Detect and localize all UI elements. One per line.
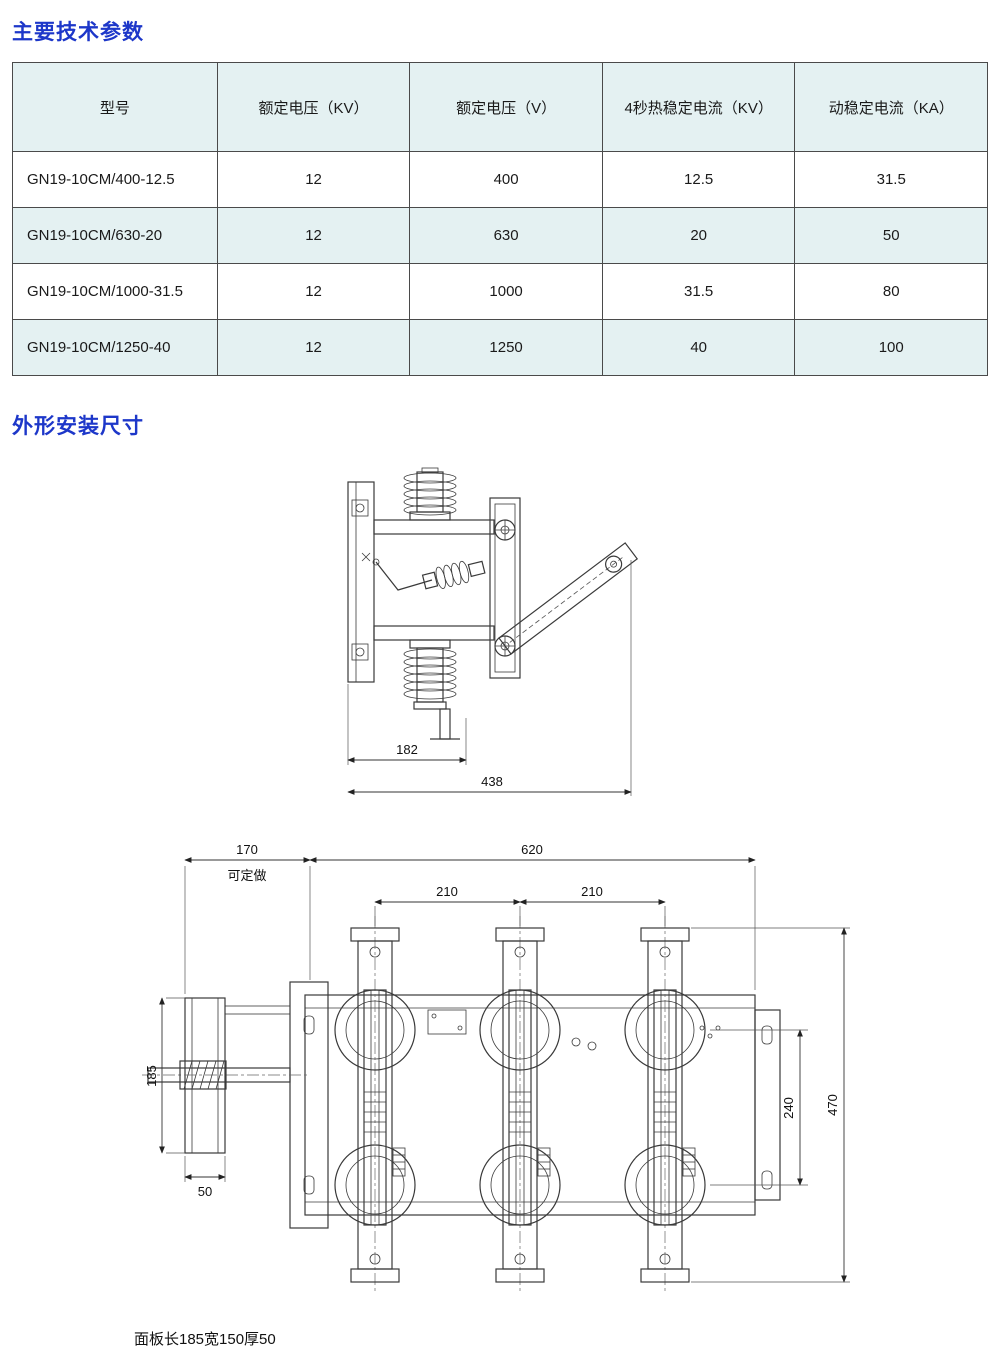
dim-label-620: 620: [521, 842, 543, 857]
dim-label-470: 470: [825, 1094, 840, 1116]
table-row: GN19-10CM/400-12.5 12 400 12.5 31.5: [12, 151, 988, 208]
dim-185: 185: [144, 997, 185, 1154]
cell-value: 12: [216, 263, 411, 320]
cell-model: GN19-10CM/1250-40: [12, 319, 218, 376]
cell-value: 12.5: [601, 151, 796, 208]
pole-assembly-1: [334, 916, 416, 1292]
side-pivot-plate: [489, 497, 521, 679]
side-top-rail: [373, 519, 495, 535]
dim-170: 170 可定做: [184, 842, 311, 994]
front-indicator-dots: [571, 1025, 721, 1051]
dim-438: 438: [347, 560, 632, 796]
front-view-svg: 170 可定做 620 210 210: [142, 842, 850, 1292]
cell-model: GN19-10CM/630-20: [12, 207, 218, 264]
dim-label-170: 170: [236, 842, 258, 857]
parameters-table: 型号 额定电压（KV） 额定电压（V） 4秒热稳定电流（KV） 动稳定电流（KA…: [12, 62, 988, 376]
cell-value: 1000: [409, 263, 603, 320]
cell-value: 1250: [409, 319, 603, 376]
front-operating-panel: [142, 997, 308, 1154]
dim-label-210-b: 210: [581, 884, 603, 899]
col-header-model: 型号: [12, 62, 218, 152]
section-title-dimensions: 外形安装尺寸: [12, 415, 144, 438]
dim-label-438: 438: [481, 774, 503, 789]
side-mounting-channel: [347, 481, 375, 683]
panel-size-note: 面板长185宽150厚50: [134, 1331, 276, 1348]
dim-50: 50: [184, 1156, 226, 1199]
cell-model: GN19-10CM/400-12.5: [12, 151, 218, 208]
cell-value: 400: [409, 151, 603, 208]
col-header-rated-voltage-kv: 额定电压（KV）: [216, 62, 411, 152]
front-view-drawing: 170 可定做 620 210 210: [134, 840, 1000, 1349]
dim-label-182: 182: [396, 742, 418, 757]
side-view-svg: 182 438: [347, 467, 639, 796]
dim-label-210-a: 210: [436, 884, 458, 899]
side-operating-insulator: [361, 552, 486, 591]
front-main-body: [304, 994, 756, 1216]
cell-value: 12: [216, 207, 411, 264]
cell-value: 31.5: [794, 151, 988, 208]
cell-value: 20: [601, 207, 796, 264]
cell-value: 100: [794, 319, 988, 376]
table-header-row: 型号 额定电压（KV） 额定电压（V） 4秒热稳定电流（KV） 动稳定电流（KA…: [12, 62, 988, 152]
dim-240: 240: [710, 1029, 808, 1186]
dim-label-50: 50: [198, 1184, 212, 1199]
dim-label-240: 240: [781, 1097, 796, 1119]
dim-182: 182: [347, 684, 467, 765]
side-top-insulator: [403, 467, 457, 521]
cell-value: 12: [216, 151, 411, 208]
col-header-rated-voltage-v: 额定电压（V）: [409, 62, 603, 152]
pole-assembly-3: [624, 916, 706, 1292]
dim-210-pair: 210 210: [374, 884, 666, 926]
col-header-thermal-current: 4秒热稳定电流（KV）: [601, 62, 796, 152]
front-right-bracket: [754, 1009, 781, 1201]
dim-label-185: 185: [144, 1065, 159, 1087]
cell-value: 31.5: [601, 263, 796, 320]
table-row: GN19-10CM/630-20 12 630 20 50: [12, 207, 988, 264]
section-title-parameters: 主要技术参数: [12, 21, 144, 44]
cell-value: 630: [409, 207, 603, 264]
cell-value: 80: [794, 263, 988, 320]
side-bottom-rail: [373, 625, 495, 641]
front-left-flange: [289, 981, 329, 1229]
col-header-dynamic-current: 动稳定电流（KA）: [794, 62, 988, 152]
side-bottom-insulator: [403, 639, 460, 740]
cell-value: 50: [794, 207, 988, 264]
table-row: GN19-10CM/1000-31.5 12 1000 31.5 80: [12, 263, 988, 320]
dim-620: 620: [309, 842, 756, 990]
custom-note-label: 可定做: [227, 868, 266, 883]
side-view-drawing: 182 438: [340, 467, 1000, 818]
cell-model: GN19-10CM/1000-31.5: [12, 263, 218, 320]
cell-value: 12: [216, 319, 411, 376]
table-row: GN19-10CM/1250-40 12 1250 40 100: [12, 319, 988, 376]
pole-assembly-2: [479, 916, 561, 1292]
dim-470: 470: [691, 927, 850, 1283]
front-nameplate: [427, 1009, 467, 1035]
cell-value: 40: [601, 319, 796, 376]
